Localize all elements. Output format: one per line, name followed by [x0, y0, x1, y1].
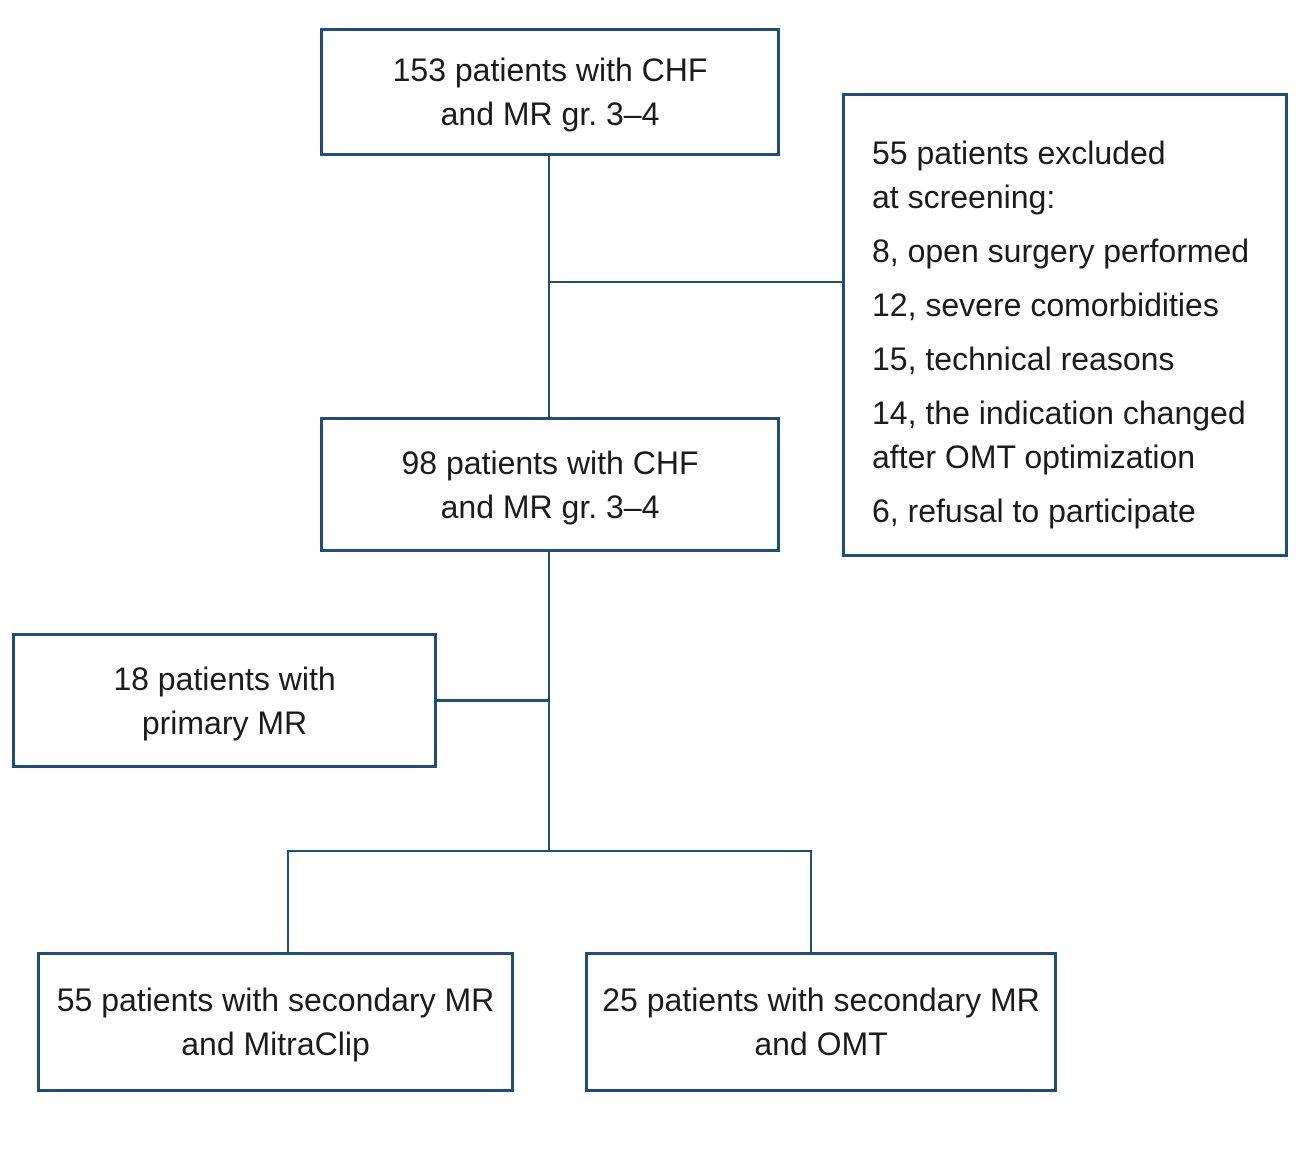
- excluded-item-refusal-line1: 6, refusal to participate: [872, 493, 1196, 529]
- excluded-item-open-surgery: 8, open surgery performed: [872, 229, 1267, 273]
- excluded-item-indication-changed-line2: after OMT optimization: [872, 439, 1196, 475]
- box-secondary-mr-omt: 25 patients with secondary MR and OMT: [585, 952, 1057, 1092]
- box-enrolled-line2: and MR gr. 3–4: [440, 96, 660, 132]
- box-primary-mr-line2: primary MR: [141, 704, 308, 741]
- box-secondary-mr-mitraclip: 55 patients with secondary MR and MitraC…: [37, 952, 514, 1092]
- box-excluded-patients: 55 patients excluded at screening: 8, op…: [842, 93, 1288, 557]
- excluded-item-indication-changed-line1: 14, the indication changed: [872, 395, 1246, 431]
- excluded-item-indication-changed: 14, the indication changed after OMT opt…: [872, 391, 1267, 479]
- excluded-item-comorbidities-line1: 12, severe comorbidities: [872, 287, 1219, 323]
- connector-to-excluded-box: [549, 281, 842, 283]
- box-secondary-mr-omt-line2: and OMT: [754, 1026, 888, 1062]
- box-secondary-mr-mitraclip-line2: and MitraClip: [181, 1026, 370, 1062]
- box-primary-mr-line1: 18 patients with: [113, 660, 336, 697]
- connector-eligible-to-branch: [548, 552, 550, 852]
- box-eligible-line2: and MR gr. 3–4: [440, 488, 660, 525]
- excluded-item-comorbidities: 12, severe comorbidities: [872, 283, 1267, 327]
- connector-drop-to-omt-box: [810, 851, 812, 952]
- excluded-item-technical: 15, technical reasons: [872, 337, 1267, 381]
- connector-drop-to-mitraclip-box: [287, 851, 289, 952]
- connector-to-primary-mr-box: [437, 699, 548, 702]
- box-secondary-mr-omt-line1: 25 patients with secondary MR: [602, 982, 1040, 1018]
- connector-enrolled-to-eligible: [548, 156, 550, 417]
- box-enrolled-line1: 153 patients with CHF: [392, 52, 708, 88]
- excluded-item-open-surgery-line1: 8, open surgery performed: [872, 233, 1250, 269]
- excluded-item-refusal: 6, refusal to participate: [872, 489, 1267, 533]
- box-primary-mr: 18 patients with primary MR: [12, 633, 437, 768]
- excluded-item-header: 55 patients excluded at screening:: [872, 131, 1267, 219]
- excluded-item-header-line2: at screening:: [872, 179, 1056, 215]
- box-eligible-patients: 98 patients with CHF and MR gr. 3–4: [320, 417, 780, 552]
- box-enrolled-patients: 153 patients with CHF and MR gr. 3–4: [320, 28, 780, 156]
- connector-branch-horizontal: [287, 850, 812, 852]
- box-secondary-mr-mitraclip-line1: 55 patients with secondary MR: [56, 982, 495, 1018]
- excluded-item-technical-line1: 15, technical reasons: [872, 341, 1175, 377]
- excluded-item-header-line1: 55 patients excluded: [872, 135, 1166, 171]
- box-eligible-line1: 98 patients with CHF: [401, 444, 699, 481]
